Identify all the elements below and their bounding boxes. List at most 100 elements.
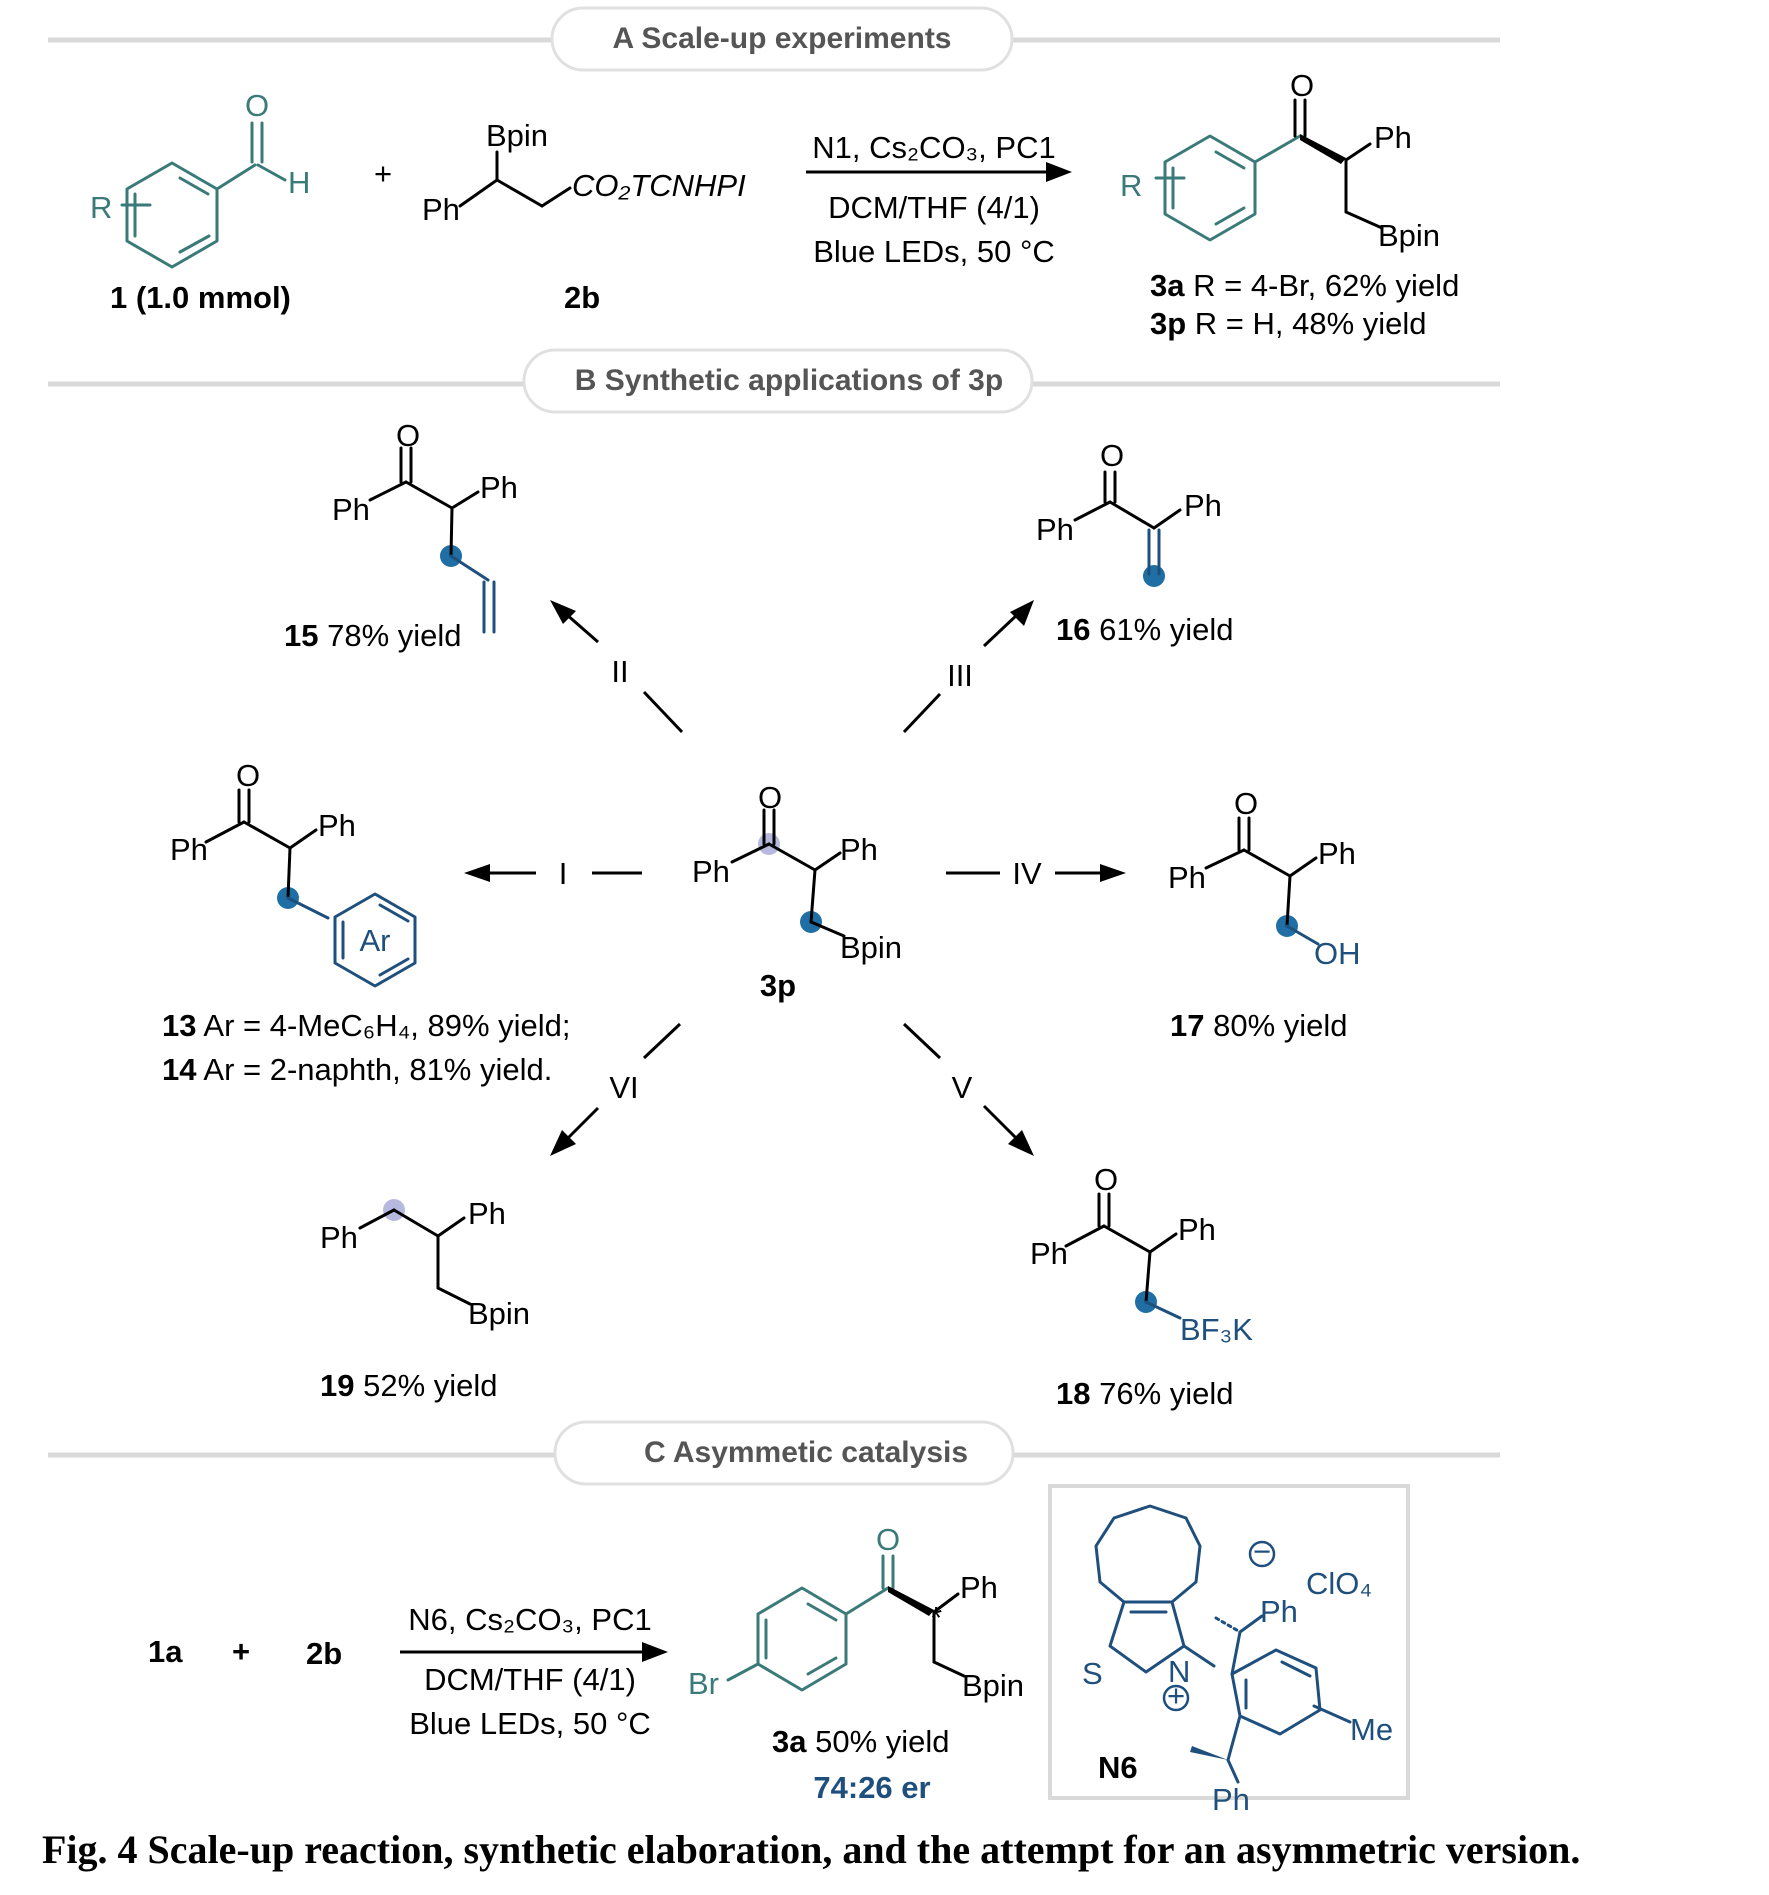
svg-text:Bpin: Bpin [486,118,548,153]
svg-text:Ar: Ar [360,923,391,958]
svg-text:Br: Br [688,1666,719,1701]
conditions-c-line1: N6, Cs₂CO₃, PC1 [408,1602,651,1637]
product-3a-asym-result: 3a 50% yield [772,1724,950,1759]
svg-text:V: V [952,1070,973,1105]
plus-sign-c: + [232,1634,250,1669]
arrow-step-v: V [902,1022,1034,1156]
enantiomeric-ratio: 74:26 er [813,1770,930,1805]
svg-text:Ph: Ph [1212,1782,1250,1817]
reactant-2b: 2b [306,1636,342,1671]
svg-text:A Scale-up experiments: A Scale-up experiments [612,22,951,55]
product-3a-asymmetric-structure: Br O Ph * Bpin [688,1522,1024,1703]
svg-text:R: R [1120,168,1142,203]
arrow-step-iv: IV [946,856,1126,891]
compound-16-structure: O Ph Ph [1036,438,1222,587]
svg-text:Ph: Ph [170,832,208,867]
compound-2b-structure: Bpin Ph CO₂TCNHPI [422,118,746,227]
svg-text:Ph: Ph [332,492,370,527]
svg-text:Me: Me [1350,1712,1393,1747]
arrow-step-ii: II [550,600,684,734]
svg-text:O: O [236,758,260,793]
conditions-c-line3: Blue LEDs, 50 °C [409,1706,651,1741]
label-compound-1: 1 (1.0 mmol) [110,280,291,315]
svg-text:Ph: Ph [480,470,518,505]
reactant-1a: 1a [148,1634,183,1669]
svg-text:Ph: Ph [468,1196,506,1231]
section-a-header: A Scale-up experiments [48,6,1500,72]
svg-text:Bpin: Bpin [1378,218,1440,253]
svg-text:−: − [1253,1534,1271,1569]
svg-text:ClO₄: ClO₄ [1306,1566,1372,1601]
compound-3p-center: O Ph Ph Bpin [692,780,902,965]
svg-text:BF₃K: BF₃K [1180,1312,1253,1347]
compound-19-structure: Ph Ph Bpin [320,1196,530,1331]
plus-sign: + [374,156,392,191]
compound-1-structure: O H R [90,88,310,269]
svg-text:R: R [90,190,112,225]
svg-text:Bpin: Bpin [962,1668,1024,1703]
product-16-result: 16 61% yield [1056,612,1234,647]
svg-text:Ph: Ph [960,1570,998,1605]
svg-text:O: O [758,780,782,815]
svg-text:Ph: Ph [1168,860,1206,895]
svg-text:B Synthetic applications of 3p: B Synthetic applications of 3p [575,364,1003,397]
svg-text:Bpin: Bpin [468,1296,530,1331]
compound-18-structure: O Ph Ph BF₃K [1030,1162,1253,1347]
svg-text:I: I [559,856,568,891]
conditions-c-line2: DCM/THF (4/1) [424,1662,636,1697]
svg-text:O: O [876,1522,900,1557]
svg-text:Ph: Ph [692,854,730,889]
label-compound-2b: 2b [564,280,600,315]
product-14-result: 14 Ar = 2-naphth, 81% yield. [162,1052,552,1087]
product-19-result: 19 52% yield [320,1368,498,1403]
product-3-structure: R O Ph Bpin [1120,68,1440,253]
product-13-result: 13 Ar = 4-MeC₆H₄, 89% yield; [162,1008,571,1043]
svg-text:VI: VI [609,1070,638,1105]
svg-text:IV: IV [1012,856,1042,891]
conditions-a-line3: Blue LEDs, 50 °C [813,234,1055,269]
section-b-header: B Synthetic applications of 3p [48,348,1500,414]
section-c-header: C Asymmetic catalysis [48,1420,1500,1486]
catalyst-n6-box: − + S N Ph Me Ph ClO₄ N6 [1048,1484,1410,1817]
svg-text:H: H [288,165,310,200]
arrow-step-i: I [464,856,642,891]
svg-text:C Asymmetic catalysis: C Asymmetic catalysis [644,1436,968,1469]
svg-text:Ph: Ph [422,192,460,227]
compound-13-14-structure: O Ph Ph Ar [170,758,417,988]
svg-text:Ph: Ph [318,808,356,843]
svg-text:Bpin: Bpin [840,930,902,965]
product-3p-result: 3p R = H, 48% yield [1150,306,1427,341]
svg-text:O: O [396,418,420,453]
svg-text:Ph: Ph [1036,512,1074,547]
label-3p-center: 3p [760,968,796,1003]
svg-text:Ph: Ph [1184,488,1222,523]
product-15-result: 15 78% yield [284,618,462,653]
svg-text:III: III [947,658,973,693]
svg-text:S: S [1082,1656,1103,1691]
svg-text:Ph: Ph [1178,1212,1216,1247]
svg-text:Ph: Ph [1260,1594,1298,1629]
svg-text:Ph: Ph [1374,120,1412,155]
svg-text:O: O [1094,1162,1118,1197]
svg-text:Ph: Ph [1318,836,1356,871]
reaction-arrow-a [806,162,1072,182]
svg-text:O: O [1290,68,1314,103]
product-18-result: 18 76% yield [1056,1376,1234,1411]
svg-text:+: + [1167,1678,1185,1713]
svg-text:O: O [1100,438,1124,473]
catalyst-label: N6 [1098,1750,1138,1785]
arrow-step-vi: VI [550,1022,682,1156]
compound-17-structure: O Ph Ph OH [1168,786,1361,971]
product-3a-result: 3a R = 4-Br, 62% yield [1150,268,1459,303]
reaction-arrow-c [400,1642,668,1662]
figure-caption: Fig. 4 Scale-up reaction, synthetic elab… [42,1827,1581,1872]
arrow-step-iii: III [902,600,1034,734]
conditions-a-line1: N1, Cs₂CO₃, PC1 [812,130,1055,165]
conditions-a-line2: DCM/THF (4/1) [828,190,1040,225]
svg-text:Ph: Ph [320,1220,358,1255]
svg-text:Ph: Ph [840,832,878,867]
svg-text:II: II [611,654,628,689]
svg-text:O: O [1234,786,1258,821]
product-17-result: 17 80% yield [1170,1008,1348,1043]
